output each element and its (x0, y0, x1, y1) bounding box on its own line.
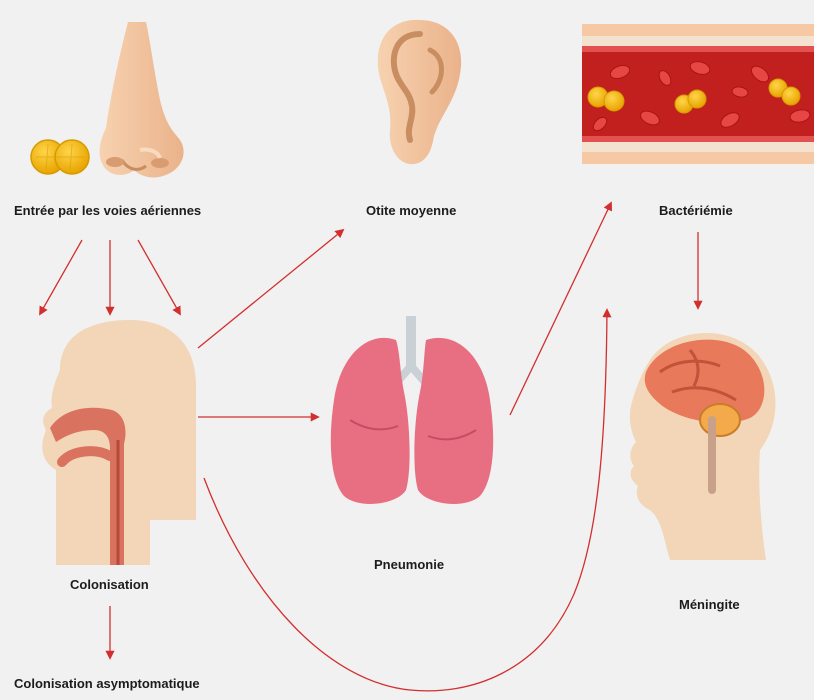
blood-vessel-icon (582, 24, 814, 164)
label-entry: Entrée par les voies aériennes (14, 203, 201, 218)
arrow-pneumonia-bacteremia (510, 203, 611, 415)
label-colonisation: Colonisation (70, 577, 149, 592)
label-pneumonia: Pneumonie (374, 557, 444, 572)
bacteria-icon (31, 140, 89, 174)
arrow-entry-colonisation-right (138, 240, 180, 314)
arrow-entry-colonisation-left (40, 240, 82, 314)
ear-icon (378, 20, 461, 164)
label-asymptomatic: Colonisation asymptomatique (14, 676, 200, 691)
label-bacteremia: Bactériémie (659, 203, 733, 218)
label-otitis: Otite moyenne (366, 203, 456, 218)
arrow-colonisation-otitis (198, 230, 343, 348)
head-airway-icon (42, 320, 196, 565)
brain-icon (630, 333, 776, 560)
label-meningitis: Méningite (679, 597, 740, 612)
nose-icon (100, 22, 184, 177)
lungs-icon (331, 316, 493, 504)
